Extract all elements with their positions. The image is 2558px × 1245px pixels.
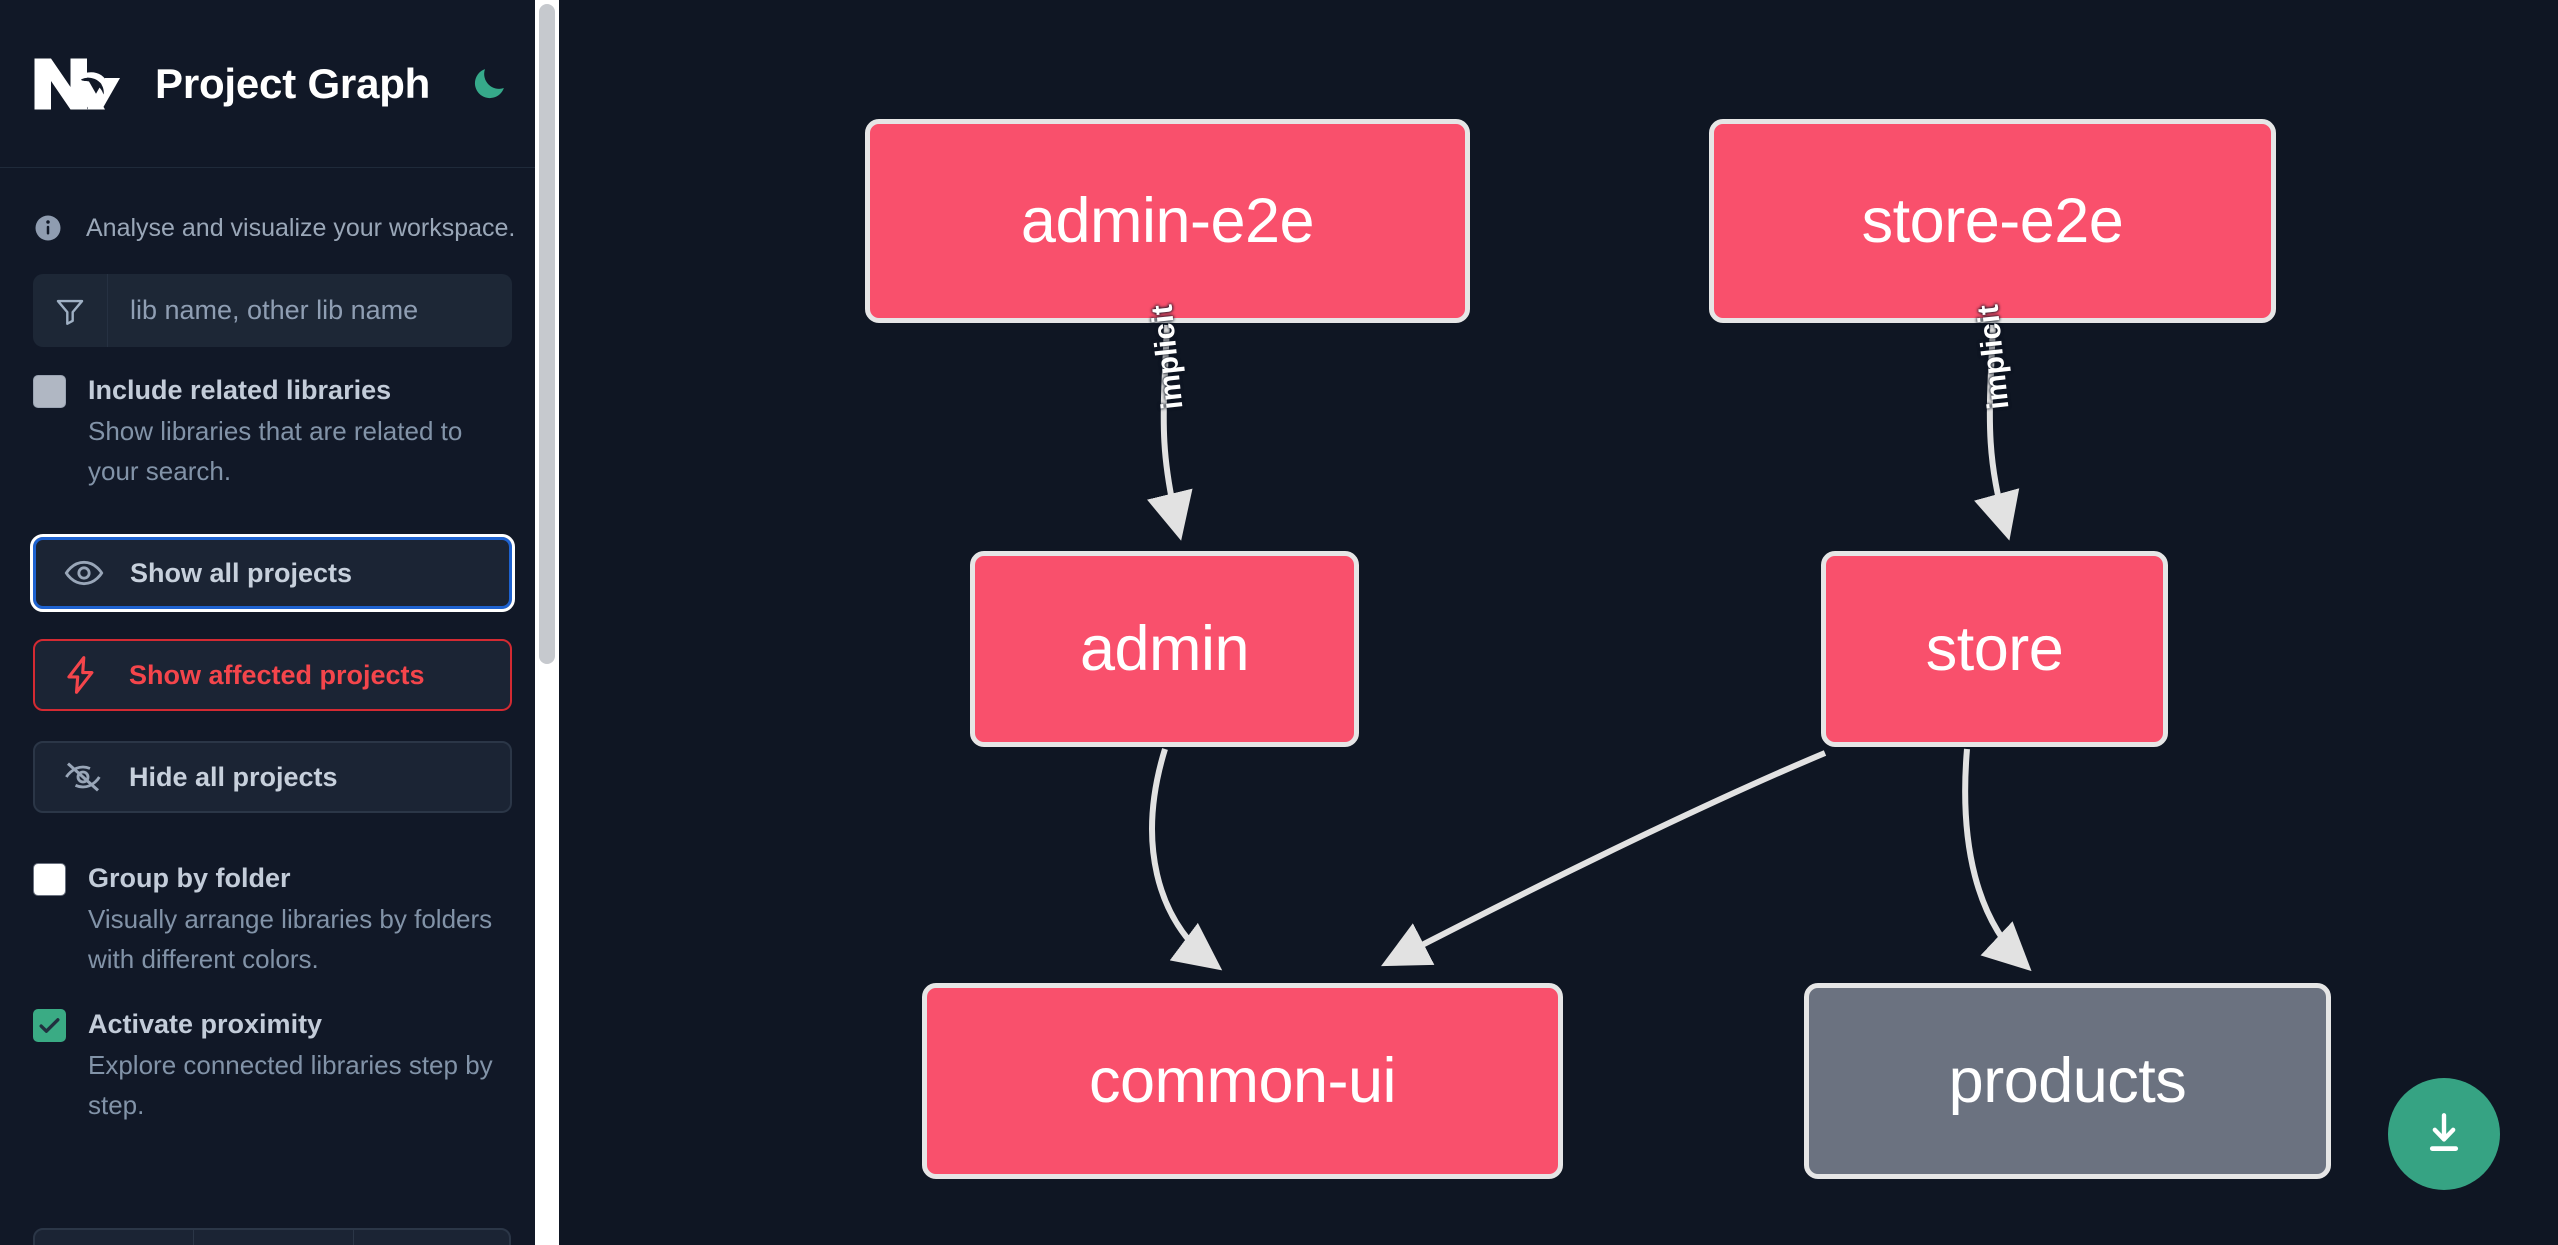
hide-all-projects-button[interactable]: Hide all projects	[33, 741, 512, 813]
search-input[interactable]	[108, 274, 512, 347]
node-label: products	[1948, 1046, 2187, 1116]
graph-node-products[interactable]: products	[1804, 983, 2331, 1179]
node-label: admin	[1079, 614, 1250, 684]
include-related-libraries-label: Include related libraries	[88, 375, 392, 405]
include-related-libraries-description: Show libraries that are related to your …	[88, 416, 463, 486]
sidebar: Project Graph Analyse and visualize yo	[0, 0, 559, 1245]
graph-node-common-ui[interactable]: common-ui	[922, 983, 1563, 1179]
edge-admin-e2e-admin	[1147, 324, 1193, 541]
eye-icon	[64, 556, 108, 590]
download-button[interactable]	[2388, 1078, 2500, 1190]
download-icon	[2429, 1113, 2459, 1151]
group-by-folder-description: Visually arrange libraries by folders wi…	[88, 904, 493, 974]
activate-proximity-checkbox[interactable]	[33, 1009, 66, 1042]
sidebar-subtitle: Analyse and visualize your workspace.	[86, 213, 516, 242]
option-include-related-libraries[interactable]: Include related libraries Show libraries…	[0, 347, 545, 491]
activate-proximity-label: Activate proximity	[88, 1009, 323, 1039]
option-group-by-folder[interactable]: Group by folder Visually arrange librari…	[0, 813, 545, 979]
edge-store-common-ui	[1381, 750, 1827, 967]
eye-off-icon	[63, 760, 107, 794]
edge-store-products	[1962, 748, 2032, 972]
group-by-folder-label: Group by folder	[88, 863, 291, 893]
lightning-icon	[63, 656, 107, 694]
group-by-folder-checkbox[interactable]	[33, 863, 66, 896]
filter-icon	[33, 274, 108, 347]
edge-store-e2e-store	[1974, 324, 2020, 541]
sidebar-header: Project Graph	[0, 0, 545, 168]
graph-node-admin[interactable]: admin	[970, 551, 1359, 747]
graph-node-admin-e2e[interactable]: admin-e2e	[865, 119, 1470, 323]
node-label: common-ui	[1088, 1046, 1397, 1116]
graph-canvas[interactable]: admin-e2e store-e2e admin store common-u…	[559, 0, 2558, 1245]
moon-icon[interactable]	[466, 60, 512, 108]
show-all-projects-label: Show all projects	[130, 557, 353, 588]
node-label: admin-e2e	[1020, 186, 1315, 256]
hide-all-projects-label: Hide all projects	[129, 761, 338, 792]
node-label: store	[1925, 614, 2064, 684]
edge-admin-common-ui	[1149, 748, 1223, 971]
activate-proximity-description: Explore connected libraries step by step…	[88, 1050, 493, 1120]
graph-edges	[1147, 324, 2032, 972]
sidebar-scrollbar-thumb[interactable]	[539, 4, 555, 664]
node-label: store-e2e	[1861, 186, 2124, 256]
include-related-libraries-checkbox[interactable]	[33, 375, 66, 408]
nx-logo-icon	[33, 53, 123, 115]
graph-node-store[interactable]: store	[1821, 551, 2168, 747]
graph-node-store-e2e[interactable]: store-e2e	[1709, 119, 2276, 323]
sidebar-scrollbar[interactable]	[535, 0, 559, 1245]
show-affected-projects-label: Show affected projects	[129, 659, 425, 690]
search-box[interactable]	[33, 274, 512, 347]
sidebar-subtitle-row: Analyse and visualize your workspace.	[0, 168, 545, 254]
option-activate-proximity[interactable]: Activate proximity Explore connected lib…	[0, 979, 545, 1125]
bottom-partial-control[interactable]	[33, 1228, 511, 1245]
show-affected-projects-button[interactable]: Show affected projects	[33, 639, 512, 711]
page-title: Project Graph	[155, 59, 431, 107]
show-all-projects-button[interactable]: Show all projects	[30, 534, 515, 612]
info-icon	[33, 213, 63, 243]
